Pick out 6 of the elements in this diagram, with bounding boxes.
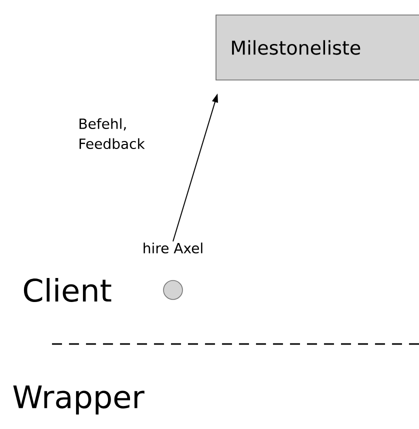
section-label: Wrapper xyxy=(13,385,144,415)
process-box: Milestoneliste xyxy=(216,14,419,80)
section-label: Client xyxy=(24,278,112,302)
edge-label: Befehl, Feedback xyxy=(80,118,145,150)
node-caption: hire Axel xyxy=(144,242,202,254)
circle-marker xyxy=(163,280,183,300)
